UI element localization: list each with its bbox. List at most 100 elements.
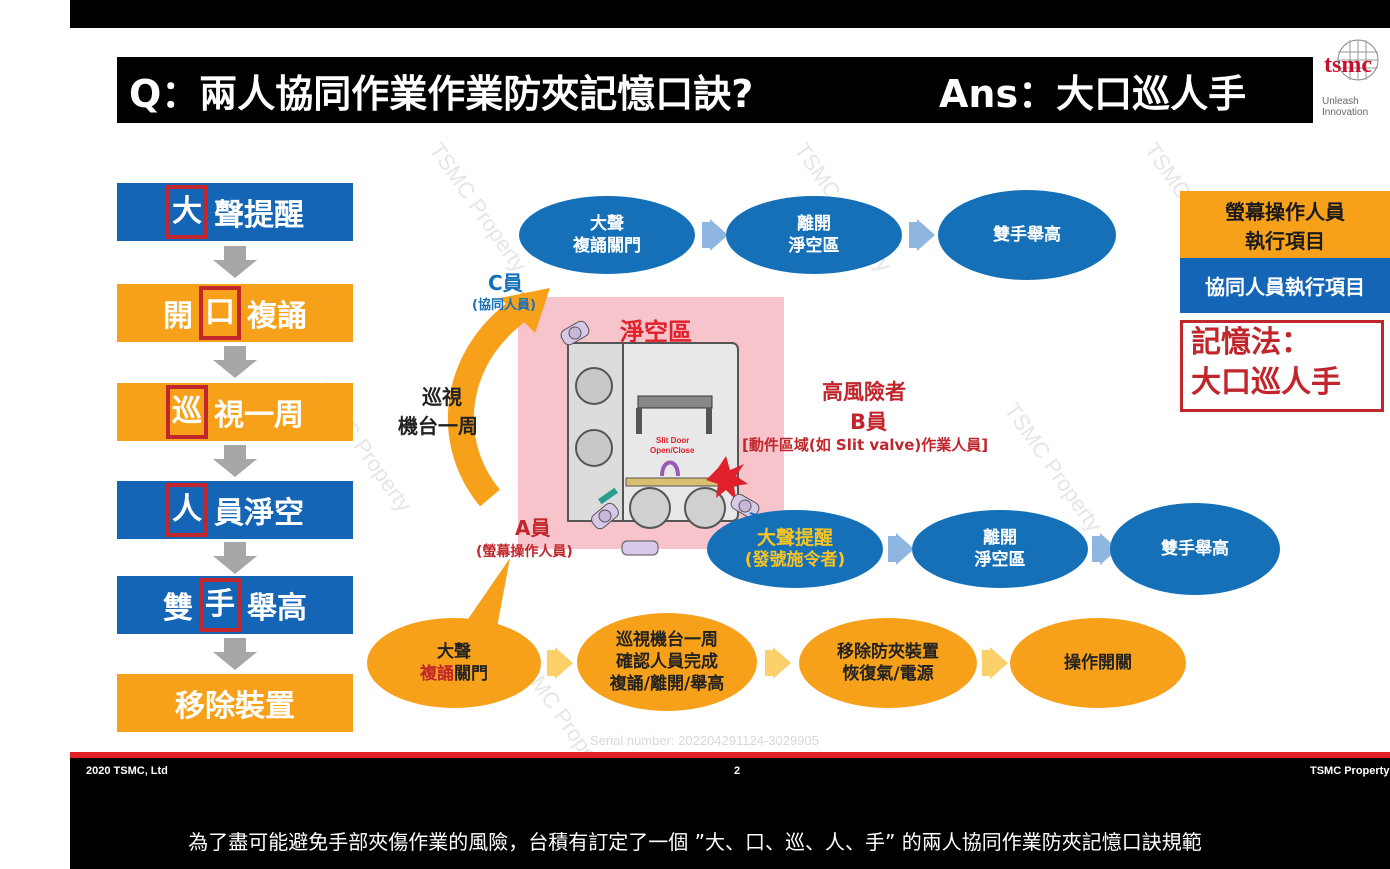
title-answer: Ans：大口巡人手	[939, 71, 1247, 116]
serial-number: Serial number: 202204291124-3029905	[590, 733, 819, 748]
step-1-key: 大	[166, 185, 208, 239]
risk-sub: [動件區域(如 Slit valve)作業人員]	[742, 436, 989, 454]
slit-door-label: Slit Door	[656, 436, 689, 445]
a-oval-2-line1: 巡視機台一周	[615, 630, 718, 650]
footer-rule	[70, 752, 1390, 758]
a-oval-1-rest: 關門	[454, 664, 488, 684]
step-3-key: 巡	[166, 385, 208, 439]
step-2-text: 複誦	[247, 299, 307, 334]
step-5-text: 舉高	[247, 591, 307, 626]
down-arrow-icon	[224, 246, 246, 260]
footer: 2020 TSMC, Ltd 2 TSMC Property	[70, 758, 1390, 783]
footer-copyright: 2020 TSMC, Ltd	[86, 765, 168, 777]
step-4: 人員淨空	[117, 481, 353, 539]
step-3: 巡視一周	[117, 383, 353, 441]
frame-bottom	[70, 783, 1390, 869]
chevron-right-icon	[990, 647, 1008, 679]
step-2: 開口複誦	[117, 284, 353, 342]
c-oval-1-line2: 複誦關門	[573, 236, 641, 256]
risk-label: 高風險者	[822, 380, 906, 404]
c-oval-3: 雙手舉高	[938, 190, 1116, 280]
equipment-diagram: Slit Door Open/Close	[447, 288, 796, 556]
frame-top	[70, 0, 1390, 28]
clear-zone-label: 淨空區	[620, 318, 692, 346]
footer-page-number: 2	[734, 765, 741, 777]
b-oval-3-text: 雙手舉高	[1161, 539, 1229, 559]
b-oval-2-line2: 淨空區	[974, 550, 1026, 570]
a-oval-2-line2: 確認人員完成	[615, 652, 718, 672]
step-2-key: 口	[199, 286, 241, 340]
chevron-right-icon	[765, 650, 773, 676]
down-arrow-icon	[213, 260, 257, 278]
step-1-text: 聲提醒	[214, 198, 304, 233]
down-arrow-icon	[213, 556, 257, 574]
chevron-right-icon	[702, 222, 710, 248]
b-oval-2-line1: 離開	[983, 528, 1017, 548]
curved-arrow-head-icon	[500, 288, 550, 333]
a-oval-3-line2: 恢復氣/電源	[842, 664, 934, 684]
chevron-right-icon	[773, 647, 791, 679]
legend-blue-text: 協同人員執行項目	[1205, 275, 1365, 299]
c-label: C員	[488, 271, 523, 295]
a-oval-1: 大聲複誦關門	[367, 618, 541, 708]
person-c-icon	[560, 320, 590, 346]
logo-tagline: Unleash Innovation	[1322, 96, 1369, 118]
chevron-right-icon	[888, 536, 896, 562]
b-oval-1-line2: (發號施令者)	[744, 550, 846, 570]
a-sub: (螢幕操作人員)	[476, 544, 573, 560]
step-2-prefix: 開	[163, 299, 193, 334]
chevron-right-icon	[547, 650, 555, 676]
slit-door-label2: Open/Close	[650, 446, 695, 455]
a-oval-3: 移除防夾裝置恢復氣/電源	[799, 618, 977, 708]
chevron-right-icon	[896, 533, 914, 565]
chevron-right-icon	[1092, 536, 1100, 562]
patrol-text-2: 機台一周	[398, 414, 478, 438]
down-arrow-icon	[213, 459, 257, 477]
a-oval-3-line1: 移除防夾裝置	[837, 642, 939, 662]
tsmc-logo-icon: tsmc	[1324, 39, 1379, 81]
down-arrow-icon	[224, 445, 246, 459]
curved-arrow-icon	[447, 291, 537, 507]
chevron-right-icon	[710, 219, 728, 251]
b-oval-2: 離開淨空區	[912, 510, 1088, 588]
risk-b-label: B員	[850, 410, 888, 434]
step-5-prefix: 雙	[163, 591, 193, 626]
title-bar: Q：兩人協同作業作業防夾記憶口訣? Ans：大口巡人手	[117, 57, 1313, 123]
person-a-icon	[591, 502, 619, 530]
title-question: Q：兩人協同作業作業防夾記憶口訣?	[129, 71, 754, 116]
footer-property: TSMC Property	[1310, 765, 1390, 777]
step-3-text: 視一周	[214, 398, 304, 433]
c-oval-2-line1: 離開	[797, 214, 831, 234]
a-label: A員	[515, 516, 551, 540]
memory-line1: 記憶法：	[1191, 325, 1311, 360]
down-arrow-icon	[224, 638, 246, 652]
person-extra-icon	[621, 540, 659, 556]
memory-box: 記憶法： 大口巡人手	[1180, 320, 1384, 412]
chevron-right-icon	[909, 222, 917, 248]
a-oval-2: 巡視機台一周確認人員完成複誦/離開/舉高	[577, 613, 757, 711]
person-b-icon	[730, 493, 760, 519]
chevron-right-icon	[917, 219, 935, 251]
step-4-text: 員淨空	[214, 496, 304, 531]
a-oval-2-line3: 複誦/離開/舉高	[609, 674, 725, 694]
down-arrow-icon	[224, 542, 246, 556]
down-arrow-icon	[213, 652, 257, 670]
video-caption: 為了盡可能避免手部夾傷作業的風險，台積有訂定了一個 ”大、口、巡、人、手” 的兩…	[188, 830, 1202, 854]
c-oval-2-line2: 淨空區	[788, 236, 840, 256]
c-oval-3-text: 雙手舉高	[993, 225, 1061, 245]
step-5: 雙手舉高	[117, 576, 353, 634]
c-oval-1: 大聲複誦關門	[519, 196, 695, 274]
step-6-text: 移除裝置	[175, 689, 295, 724]
down-arrow-icon	[213, 360, 257, 378]
step-6: 移除裝置	[117, 674, 353, 732]
b-oval-3: 雙手舉高	[1110, 503, 1280, 595]
a-oval-4: 操作開關	[1010, 618, 1186, 708]
patrol-text-1: 巡視	[422, 385, 462, 409]
watermark: TSMC Property	[424, 138, 532, 277]
pinch-hazard-icon	[706, 456, 748, 500]
b-oval-1-line1: 大聲提醒	[756, 527, 833, 549]
step-1: 大聲提醒	[117, 183, 353, 241]
legend-orange-line2: 執行項目	[1245, 228, 1325, 253]
step-5-key: 手	[199, 578, 241, 632]
slit-door-arrow-icon	[660, 460, 680, 477]
